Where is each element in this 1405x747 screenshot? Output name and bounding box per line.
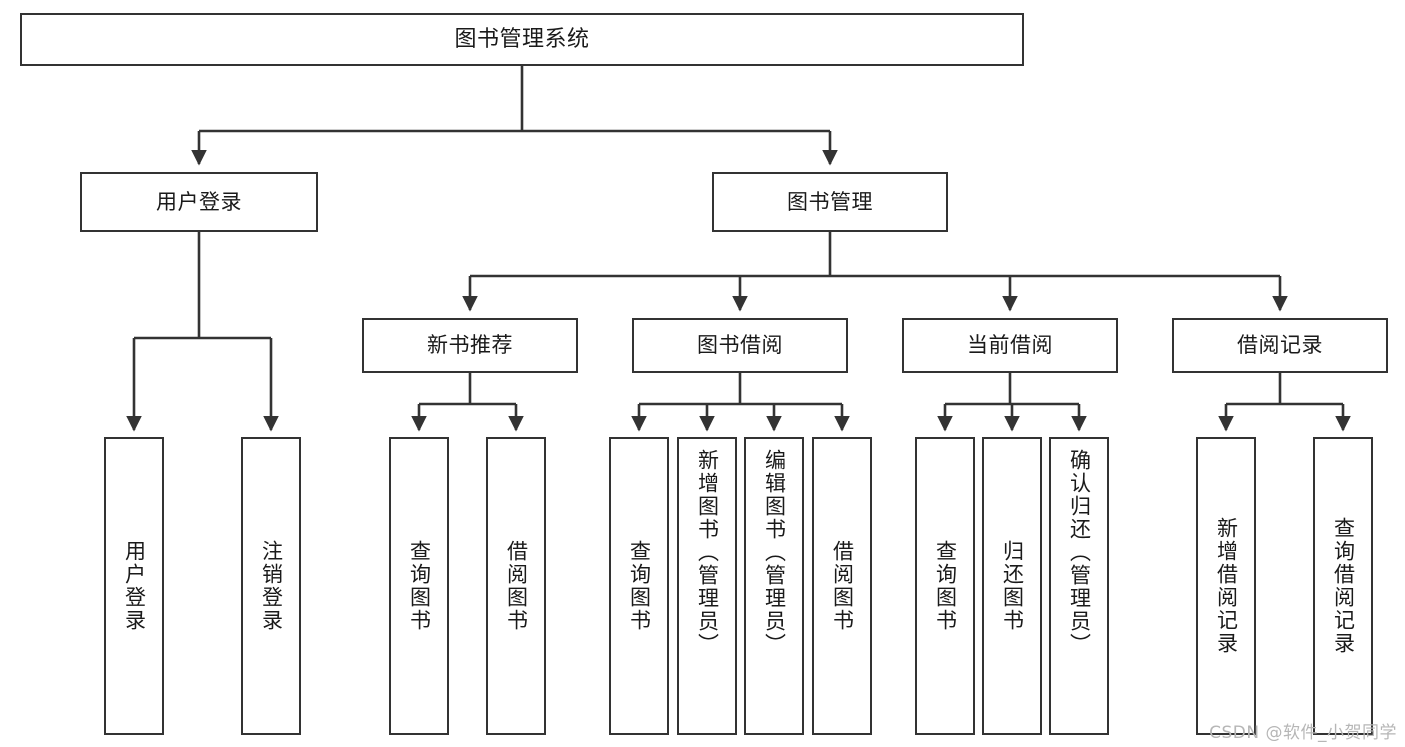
node-current-borrow[interactable]: 当前借阅 (902, 318, 1118, 373)
node-label: 当前借阅 (967, 333, 1053, 358)
leaf-current-borrow-return[interactable]: 归还图书 (982, 437, 1042, 735)
node-borrow-record[interactable]: 借阅记录 (1172, 318, 1388, 373)
node-label: 注销登录 (259, 540, 284, 632)
node-user-login[interactable]: 用户登录 (80, 172, 318, 232)
node-root-system[interactable]: 图书管理系统 (20, 13, 1024, 66)
node-label: 用户登录 (122, 540, 147, 632)
node-label: 借阅记录 (1237, 333, 1323, 358)
node-book-management[interactable]: 图书管理 (712, 172, 948, 232)
node-label: 新增图书（管理员） (695, 449, 720, 656)
node-new-book-recommend[interactable]: 新书推荐 (362, 318, 578, 373)
leaf-user-login-logout[interactable]: 注销登录 (241, 437, 301, 735)
node-label: 借阅图书 (504, 540, 529, 632)
node-label: 查询借阅记录 (1331, 517, 1356, 655)
leaf-book-borrow-edit[interactable]: 编辑图书（管理员） (744, 437, 804, 735)
node-label: 用户登录 (156, 189, 242, 214)
leaf-new-book-query[interactable]: 查询图书 (389, 437, 449, 735)
node-label: 查询图书 (933, 540, 958, 632)
node-label: 确认归还（管理员） (1067, 449, 1092, 656)
node-label: 图书管理 (787, 189, 873, 214)
node-label: 新增借阅记录 (1214, 517, 1239, 655)
node-label: 编辑图书（管理员） (762, 449, 787, 656)
leaf-borrow-record-add[interactable]: 新增借阅记录 (1196, 437, 1256, 735)
leaf-book-borrow-borrow[interactable]: 借阅图书 (812, 437, 872, 735)
node-label: 归还图书 (1000, 540, 1025, 632)
node-label: 借阅图书 (830, 540, 855, 632)
leaf-new-book-borrow[interactable]: 借阅图书 (486, 437, 546, 735)
node-label: 查询图书 (627, 540, 652, 632)
node-label: 查询图书 (407, 540, 432, 632)
leaf-book-borrow-add[interactable]: 新增图书（管理员） (677, 437, 737, 735)
leaf-book-borrow-query[interactable]: 查询图书 (609, 437, 669, 735)
leaf-user-login-login[interactable]: 用户登录 (104, 437, 164, 735)
node-label: 新书推荐 (427, 333, 513, 358)
node-label: 图书借阅 (697, 333, 783, 358)
leaf-borrow-record-query[interactable]: 查询借阅记录 (1313, 437, 1373, 735)
csdn-watermark: CSDN @软件_小贺同学 (1209, 723, 1397, 743)
leaf-current-borrow-query[interactable]: 查询图书 (915, 437, 975, 735)
leaf-current-borrow-confirm-return[interactable]: 确认归还（管理员） (1049, 437, 1109, 735)
node-label: 图书管理系统 (454, 26, 590, 52)
node-book-borrow[interactable]: 图书借阅 (632, 318, 848, 373)
